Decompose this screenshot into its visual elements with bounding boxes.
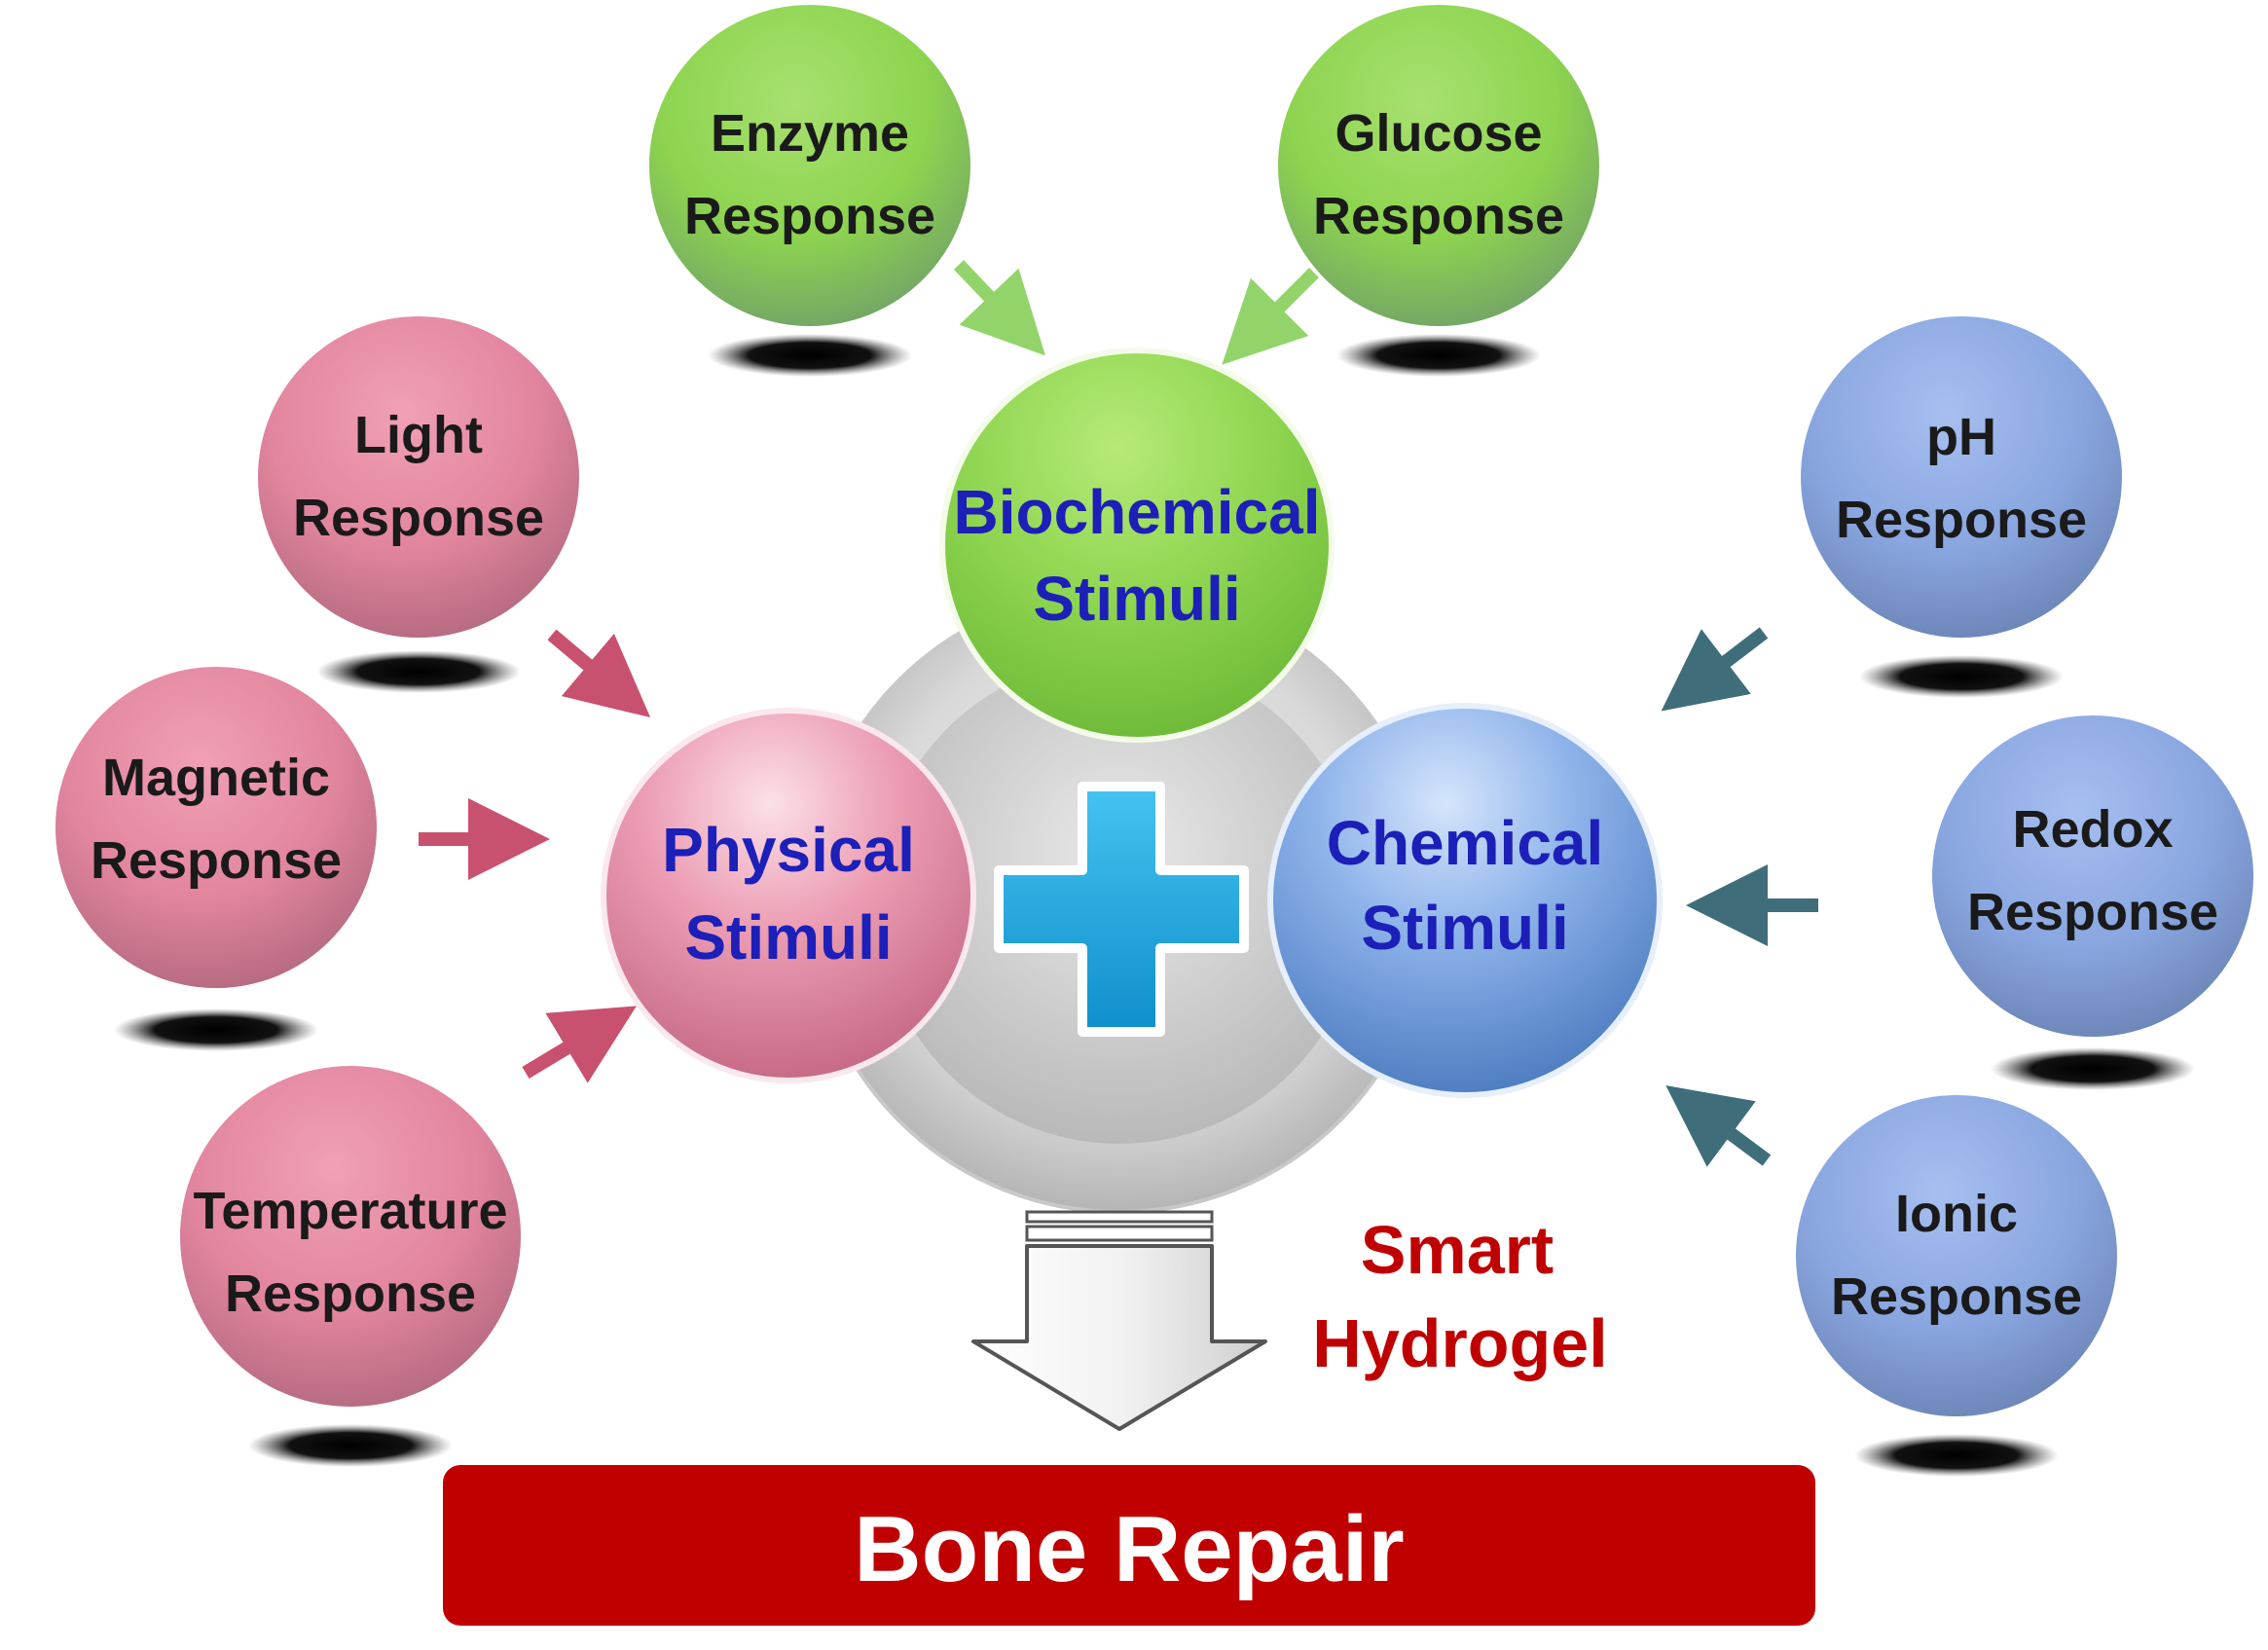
biochemical-stimuli-node: Biochemical Stimuli (939, 348, 1335, 743)
ph-label-line2: Response (1836, 491, 2087, 549)
light-response-node: Light Response (258, 316, 579, 693)
smart-label: Smart (1361, 1212, 1554, 1288)
ionic-response-node: Ionic Response (1796, 1095, 2117, 1477)
temperature-label-line2: Response (225, 1265, 476, 1323)
light-label-line2: Response (293, 489, 544, 547)
enzyme-label-line1: Enzyme (711, 104, 909, 163)
magnetic-label-line2: Response (91, 831, 342, 890)
arrow-enzyme-to-biochemical (953, 260, 1045, 356)
redox-label-line2: Response (1967, 883, 2218, 941)
physical-label-line2: Stimuli (684, 902, 892, 972)
biochemical-label-line1: Biochemical (953, 477, 1320, 547)
biochemical-label-line2: Stimuli (1033, 564, 1240, 634)
arrows (419, 260, 1818, 1167)
ph-label-line1: pH (1926, 408, 1996, 466)
chemical-label-line2: Stimuli (1361, 893, 1568, 963)
chemical-stimuli-node: Chemical Stimuli (1267, 703, 1663, 1098)
arrow-light-to-physical (547, 629, 651, 718)
enzyme-label-line2: Response (684, 187, 935, 245)
physical-stimuli-node: Physical Stimuli (601, 708, 976, 1083)
arrow-ionic-to-chemical (1665, 1084, 1772, 1167)
plus-icon (994, 782, 1249, 1037)
redox-label-line1: Redox (2012, 800, 2173, 859)
enzyme-response-node: Enzyme Response (649, 5, 970, 377)
ionic-label-line1: Ionic (1895, 1185, 2018, 1243)
ph-response-node: pH Response (1801, 316, 2122, 698)
glucose-label-line1: Glucose (1335, 104, 1542, 163)
temperature-response-node: Temperature Response (180, 1066, 521, 1467)
arrow-temperature-to-physical (522, 1006, 637, 1083)
light-label-line1: Light (354, 406, 483, 464)
down-arrow (971, 1210, 1267, 1431)
magnetic-label-line1: Magnetic (102, 749, 330, 807)
bone-repair-label: Bone Repair (854, 1497, 1404, 1601)
magnetic-response-node: Magnetic Response (55, 667, 377, 1051)
ionic-label-line2: Response (1831, 1267, 2082, 1326)
glucose-label-line2: Response (1313, 187, 1564, 245)
glucose-response-node: Glucose Response (1278, 5, 1599, 377)
bone-repair-banner: Bone Repair (443, 1465, 1815, 1626)
chemical-label-line1: Chemical (1327, 808, 1604, 878)
redox-response-node: Redox Response (1932, 715, 2253, 1090)
temperature-label-line1: Temperature (193, 1182, 507, 1240)
physical-label-line1: Physical (662, 815, 915, 885)
hydrogel-label: Hydrogel (1312, 1305, 1607, 1381)
arrow-glucose-to-biochemical (1222, 268, 1319, 365)
arrow-ph-to-chemical (1661, 627, 1769, 712)
